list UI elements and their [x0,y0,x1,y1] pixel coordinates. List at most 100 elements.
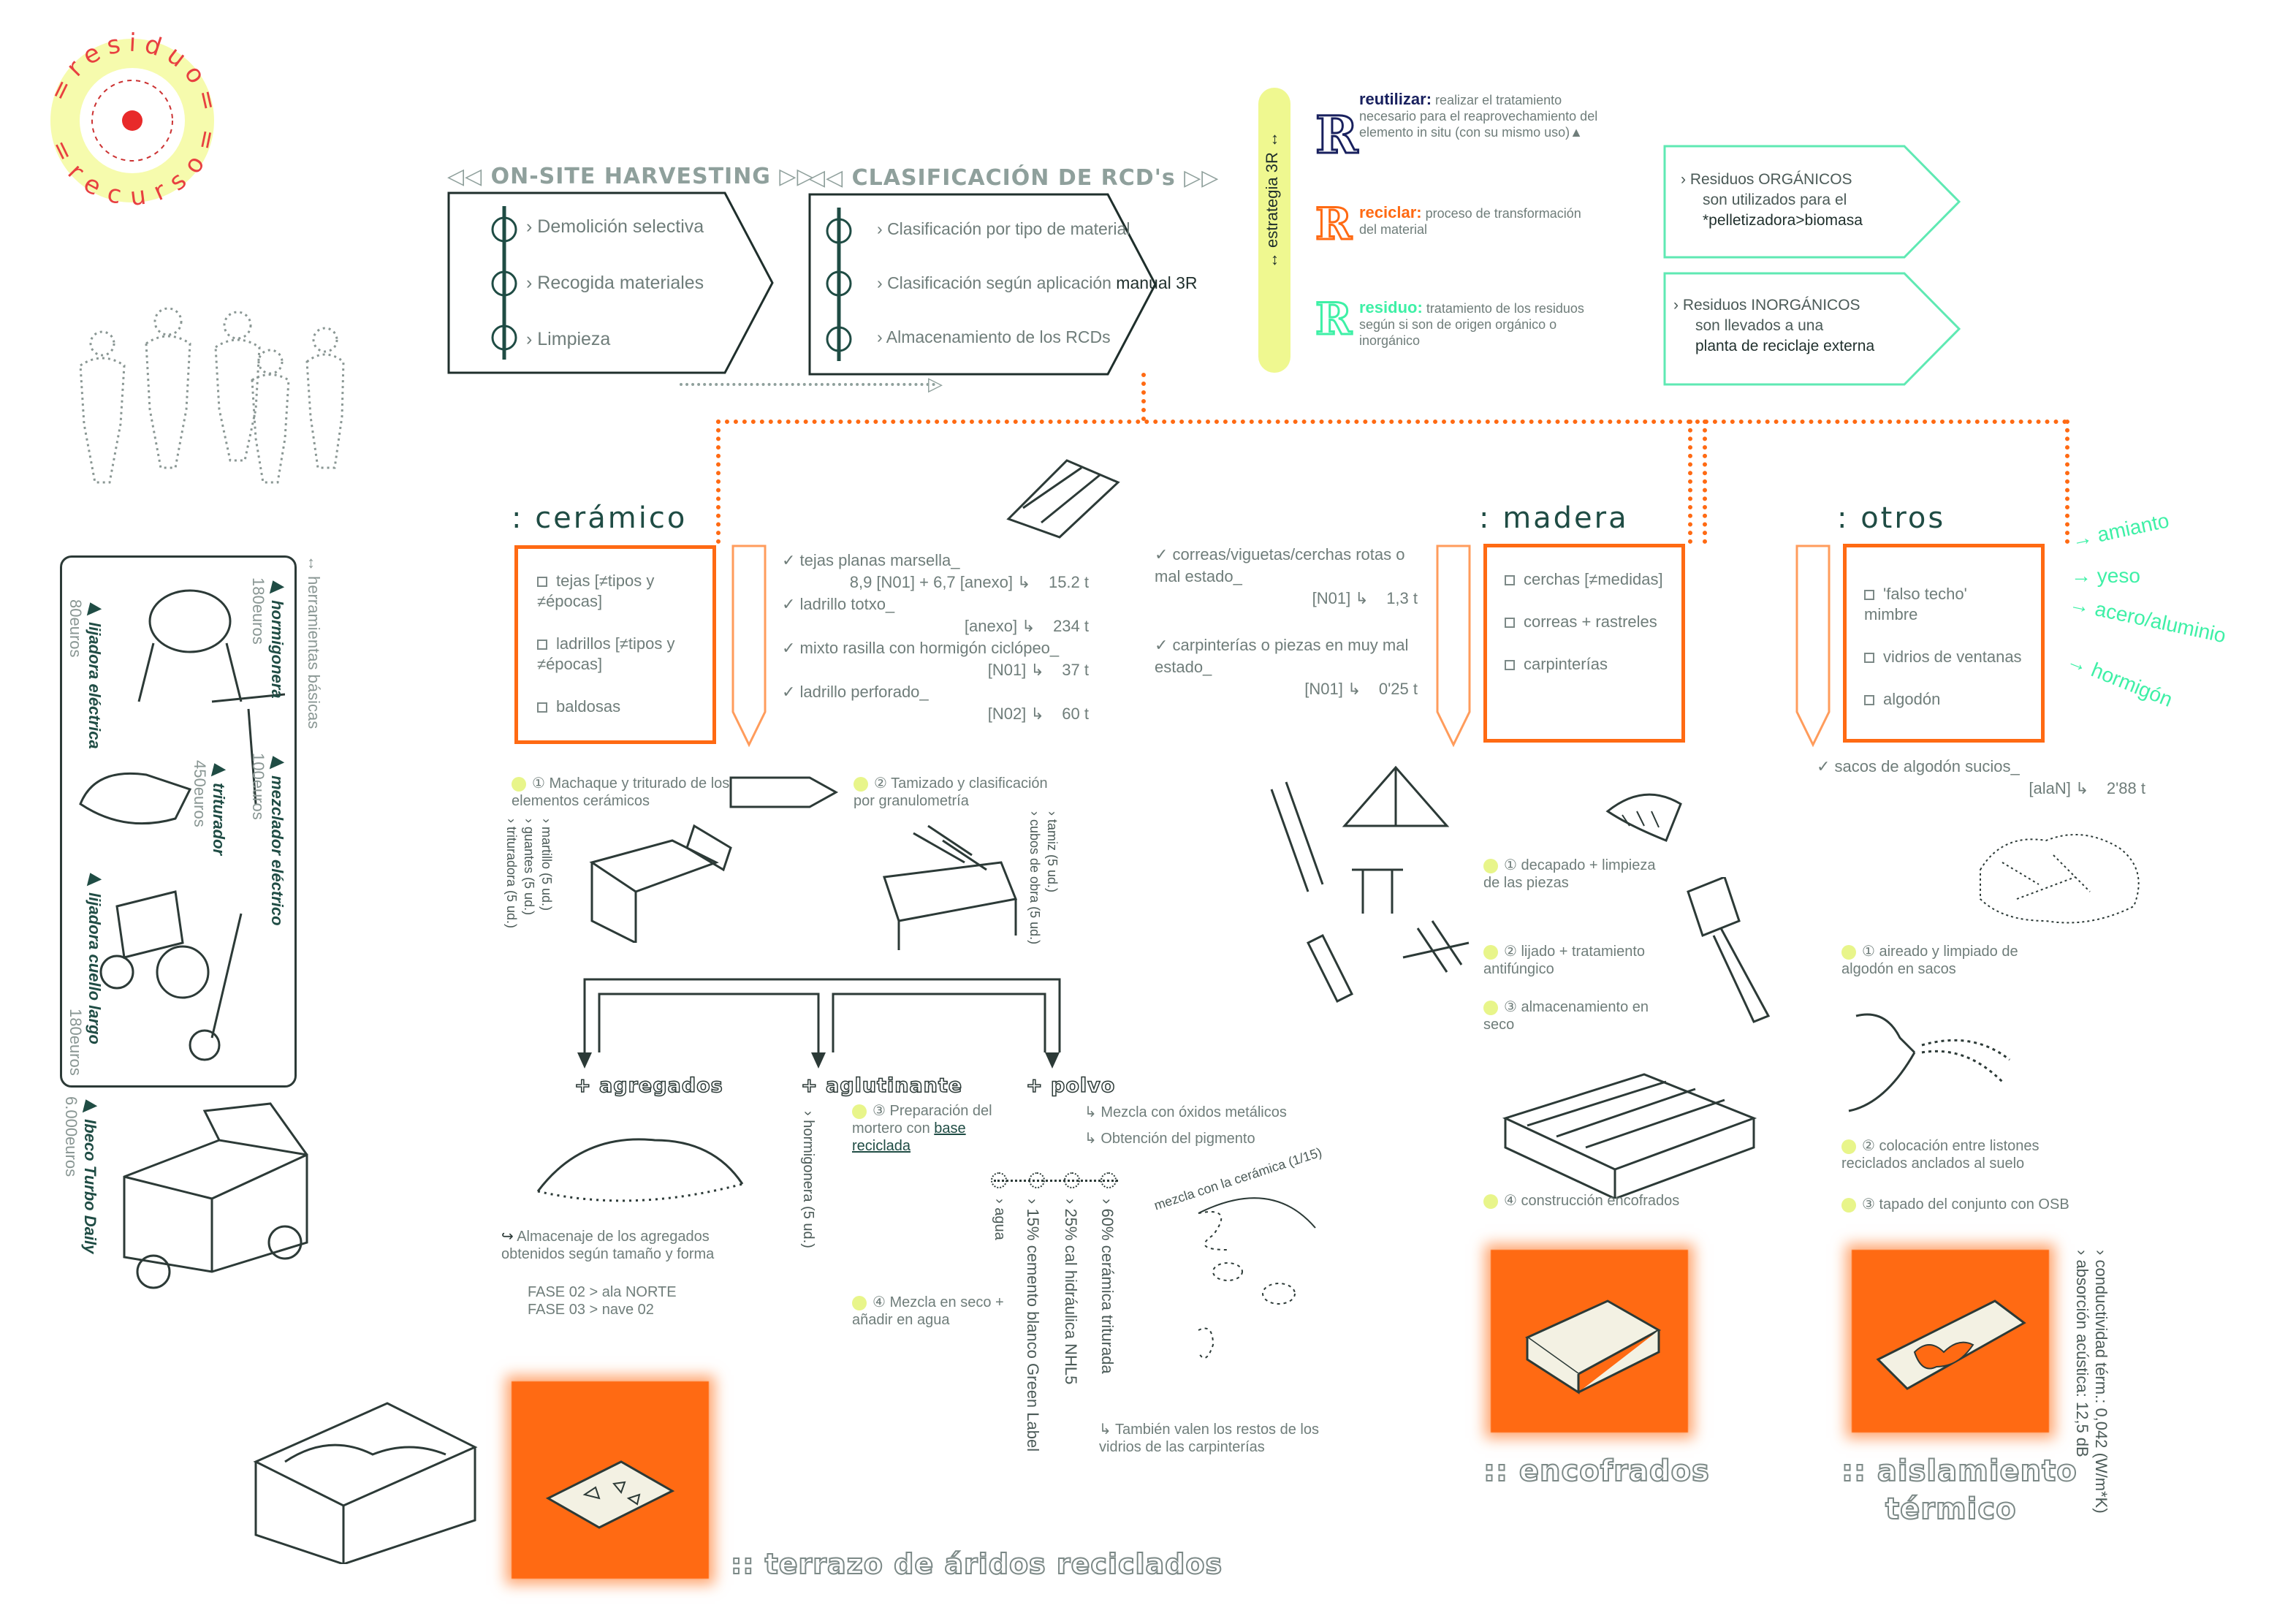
mezcla-curve [1198,1197,1316,1359]
otros-list: ✓ sacos de algodón sucios_ [alaN] ↳ 2'88… [1817,756,2145,800]
madera-box: cerchas [≠medidas] correas + rastreles c… [1483,544,1685,743]
legend-reutilizar: R reutilizar: realizar el tratamiento ne… [1314,91,1600,167]
formwork-icon [1525,1299,1662,1395]
ceramico-row-4-qty: 60 t [1062,705,1089,723]
mix-node-icon [991,1172,1007,1188]
ceramico-step3-text: ③ Preparación del mortero con [852,1103,992,1137]
inorganic-arrow [1663,272,1961,386]
otros-step-2: ② colocación entre listones reciclados a… [1841,1137,2061,1172]
prop-conductividad: › conductividad térm.: 0,042 (W/m*K) [2092,1250,2110,1514]
ceramico-box-item-3-label: baldosas [556,697,621,716]
branch-agregados: + agregados [574,1074,723,1098]
clasificacion-item-1-label: Clasificación por tipo de material [887,219,1130,238]
madera-list: ✓ correas/viguetas/cerchas rotas o mal e… [1155,544,1418,700]
clasificacion-item-2-label: Clasificación según aplicación [887,273,1111,292]
terrazo-title: :: terrazo de áridos reciclados [730,1547,1223,1581]
manual-3r-label: manual 3R [1116,273,1198,292]
tools-panel [60,555,297,1088]
polvo-list: ↳ Mezcla con óxidos metálicos ↳ Obtenció… [1084,1099,1287,1152]
ceramico-step4: ④ Mezcla en seco + añadir en agua [852,1294,1035,1329]
madera-row-2-ref: [N01] ↳ [1304,680,1361,698]
tool-tamiz: › tamiz (5 ud.) [1045,811,1060,893]
otros-arrow-3: → acero/aluminio [2067,591,2228,648]
vidrios-note: ↳ También valen los restos de los vidrio… [1099,1422,1319,1455]
agregados-text-label: Almacenaje de los agregados obtenidos se… [501,1229,715,1262]
tool-mezclador-price: 100euros [249,753,267,820]
ceramico-box: tejas [≠tipos y ≠épocas] ladrillos [≠tip… [514,545,716,744]
r-mint-icon: R [1315,293,1353,346]
checkbox-icon [1505,575,1515,586]
branch-polvo: + polvo [1025,1074,1116,1098]
tool-mezclador-name: ▶ mezclador eléctrico [268,753,286,926]
step-arrow-icon [729,776,839,808]
ceramico-step4-text: ④ Mezcla en seco + añadir en agua [852,1294,1004,1328]
madera-step-2-text: ② lijado + tratamiento antifúngico [1483,944,1646,977]
dotted-arrow-head-icon: ▷ [928,373,943,395]
legend-reciclar: R reciclar: proceso de transformación de… [1315,198,1600,251]
timber-pieces-sketch [1270,765,1470,1003]
madera-box-item-1: cerchas [≠medidas] [1505,569,1664,590]
bullet-icon [852,1104,867,1119]
ceramico-row-4-name: ✓ ladrillo perforado_ [782,683,929,701]
forward-icon: ▷▷ [1175,165,1220,191]
madera-box-item-3: carpinterías [1505,654,1664,675]
tool-triturador-price: 450euros [191,760,209,827]
legend-residuo: R residuo: tratamiento de los residuos s… [1315,293,1600,349]
ceramico-step2: ② Tamizado y clasificación por granulome… [854,775,1073,810]
sieve-sketch [882,824,1018,950]
ceramico-step3: ③ Preparación del mortero con base recic… [852,1102,1027,1155]
ceramico-row-2-ref: [anexo] ↳ [964,617,1035,635]
clasificacion-item-1: › Clasificación por tipo de material [877,219,1130,238]
connector-otros [2065,420,2069,544]
inorganic-text: › Residuos INORGÁNICOS son llevados a un… [1673,295,1874,357]
ceramico-row-4: ✓ ladrillo perforado_[N02] ↳ 60 t [782,681,1089,725]
madera-row-2-qty: 0'25 t [1378,680,1418,698]
long-sander-icon [210,913,243,1039]
return-arrow-icon: ↪ [501,1229,517,1245]
ceramico-step1-text: ① Machaque y triturado de los elementos … [512,775,730,809]
reciclar-term: reciclar: [1359,203,1422,221]
clasificacion-item-2: › Clasificación según aplicación manual … [877,273,1198,292]
tool-trituradora: › trituradora (5 ud.) [504,819,519,929]
madera-step-2: ② lijado + tratamiento antifúngico [1483,943,1673,978]
shredder-icon [115,890,184,959]
clasificacion-title: ◁◁ CLASIFICACIÓN DE RCD's ▷▷ [808,165,1219,191]
otros-box-item-2: vidrios de ventanas [1864,647,2023,667]
madera-step-3: ③ almacenamiento en seco [1483,998,1673,1033]
brush-icon [1605,793,1682,842]
tool-lijadora-price: 80euros [66,599,85,658]
onsite-dotted-arrow [680,383,935,386]
forward-icon: ▷▷ [770,164,815,189]
bullet-icon [1841,944,1856,960]
onsite-item-1-label: Demolición selectiva [537,216,704,237]
ceramico-list: ✓ tejas planas marsella_8,9 [N01] + 6,7 … [782,550,1089,725]
tool-lijadora-cuello-price: 180euros [66,1009,85,1076]
residuo-term: residuo: [1359,298,1423,316]
ceramico-box-item-1-label: tejas [≠tipos y ≠épocas] [537,572,655,610]
ceramico-step1: ① Machaque y triturado de los elementos … [512,775,731,810]
ceramico-row-2-name: ✓ ladrillo totxo_ [782,595,895,613]
madera-row-1-ref: [N01] ↳ [1312,589,1369,607]
otros-step-2-text: ② colocación entre listones reciclados a… [1841,1138,2040,1172]
fase-02: FASE 02 > ala NORTE [528,1284,677,1300]
onsite-item-1: › Demolición selectiva [526,216,704,237]
ceramico-row-3: ✓ mixto rasilla con hormigón ciclópeo_[N… [782,637,1089,681]
checkbox-icon [1864,590,1874,601]
bullet-icon [1483,1000,1498,1015]
madera-steps: ① decapado + limpieza de las piezas ② li… [1483,857,1673,1033]
otros-step-3: ③ tapado del conjunto con OSB [1841,1196,2075,1213]
madera-row-2: ✓ carpinterías o piezas en muy mal estad… [1155,634,1418,700]
otros-box: 'falso techo' mimbre vidrios de ventanas… [1843,544,2045,743]
otros-box-item-2-label: vidrios de ventanas [1883,648,2022,666]
crushing-sketch [589,824,732,943]
madera-box-item-1-label: cerchas [≠medidas] [1524,570,1663,588]
onsite-title-text: ON-SITE HARVESTING [490,164,771,189]
ceramico-row-1-name: ✓ tejas planas marsella_ [782,551,960,569]
organic-text: › Residuos ORGÁNICOS son utilizados para… [1681,170,1863,231]
madera-down-arrow [1436,545,1471,748]
tool-lijadora-cuello-name: ▶ lijadora cuello largo [85,870,104,1044]
bullet-icon [1841,1197,1856,1213]
clasificacion-item-3-label: Almacenamiento de los RCDs [886,327,1111,346]
concrete-mixer-icon [148,589,232,653]
ceramico-title: : cerámico [512,501,688,535]
